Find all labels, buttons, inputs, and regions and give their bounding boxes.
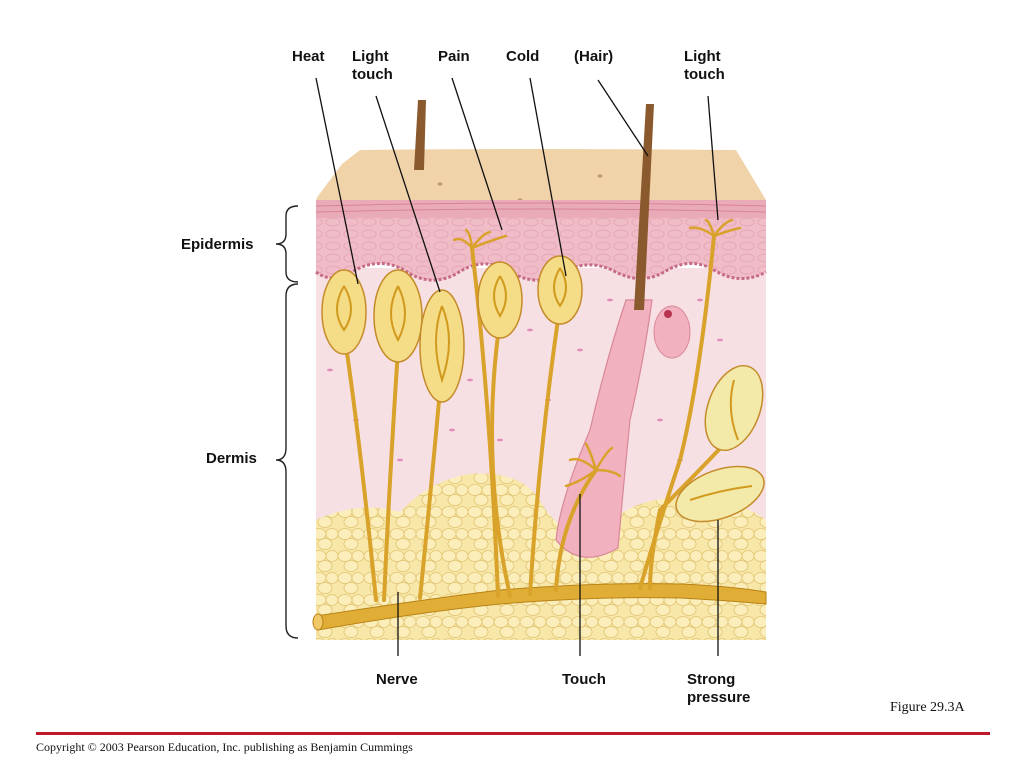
pain-receptor-bulb [477, 261, 523, 339]
label-strong-pressure: Strong pressure [687, 671, 751, 706]
hair-shaft-left [414, 100, 426, 170]
pressure-corpuscle-1 [704, 364, 764, 452]
pressure-corpuscle-2 [675, 465, 765, 523]
dermis-brace [275, 283, 299, 639]
label-pain: Pain [438, 48, 470, 65]
epidermis-layer [316, 200, 766, 281]
label-touch: Touch [562, 671, 606, 688]
light-touch-2-leader [707, 95, 719, 221]
skin-surface [316, 149, 766, 200]
label-hair: (Hair) [574, 48, 614, 65]
label-dermis: Dermis [206, 450, 257, 467]
label-nerve: Nerve [376, 671, 418, 688]
copyright-notice: Copyright © 2003 Pearson Education, Inc.… [36, 740, 413, 754]
cold-leader [529, 77, 567, 277]
footer-rule [36, 732, 990, 735]
label-light-touch-2: Light touch [684, 48, 725, 83]
figure-label: Figure 29.3A [890, 700, 965, 715]
hair-shaft-right [634, 104, 654, 310]
sebaceous-gland [653, 305, 691, 359]
nerve-bundle [315, 583, 767, 631]
heat-leader [315, 77, 359, 285]
pain-leader [451, 77, 503, 231]
heat-receptor [321, 269, 367, 355]
light-touch-receptor [373, 269, 423, 363]
light-touch-corpuscle [419, 289, 465, 403]
label-cold: Cold [506, 48, 540, 65]
hair-leader [597, 79, 649, 157]
epidermis-brace [275, 205, 299, 283]
light-touch-1-leader [375, 95, 441, 293]
label-epidermis: Epidermis [181, 236, 254, 253]
label-light-touch-1: Light touch [352, 48, 393, 83]
cold-receptor [537, 255, 583, 325]
label-heat: Heat [292, 48, 325, 65]
